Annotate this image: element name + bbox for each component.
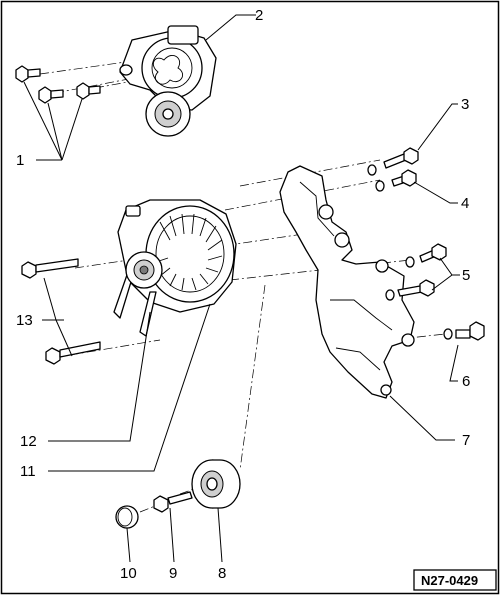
callout-4: 4	[461, 195, 469, 212]
bolt-group-5	[385, 243, 447, 301]
callout-13: 13	[16, 312, 33, 329]
belt-tensioner	[119, 25, 217, 137]
alternator	[113, 199, 237, 337]
bolt-group-1	[15, 65, 101, 104]
callout-1: 1	[16, 152, 24, 169]
callout-9: 9	[169, 565, 177, 582]
callout-12: 12	[20, 433, 37, 450]
alternator-cooling-fins	[155, 213, 223, 291]
callout-7: 7	[462, 432, 470, 449]
bolt-9	[153, 491, 193, 513]
callout-3: 3	[461, 96, 469, 113]
bolt-3	[367, 147, 419, 176]
callout-11: 11	[20, 463, 36, 480]
bolt-1c	[76, 82, 101, 100]
bolt-1a	[15, 65, 41, 83]
drawing-code: N27-0429	[421, 573, 478, 588]
bolt-1b	[38, 86, 64, 104]
idler-pulley	[191, 459, 241, 509]
bolt-4	[375, 169, 417, 192]
alternator-bracket	[279, 165, 415, 399]
callout-10: 10	[120, 565, 137, 582]
bolt-group-13	[21, 258, 101, 365]
callout-8: 8	[218, 565, 226, 582]
callout-5: 5	[462, 267, 470, 284]
callout-6: 6	[462, 373, 470, 390]
cover-cap	[115, 505, 139, 529]
leader-lines	[23, 14, 460, 563]
drawing-code-box: N27-0429	[413, 569, 497, 591]
callout-2: 2	[255, 7, 263, 24]
callout-numbers: 2 3 1 4 5 13 6 7 12 11 10 9 8	[16, 7, 470, 582]
bolt-6	[443, 321, 485, 341]
